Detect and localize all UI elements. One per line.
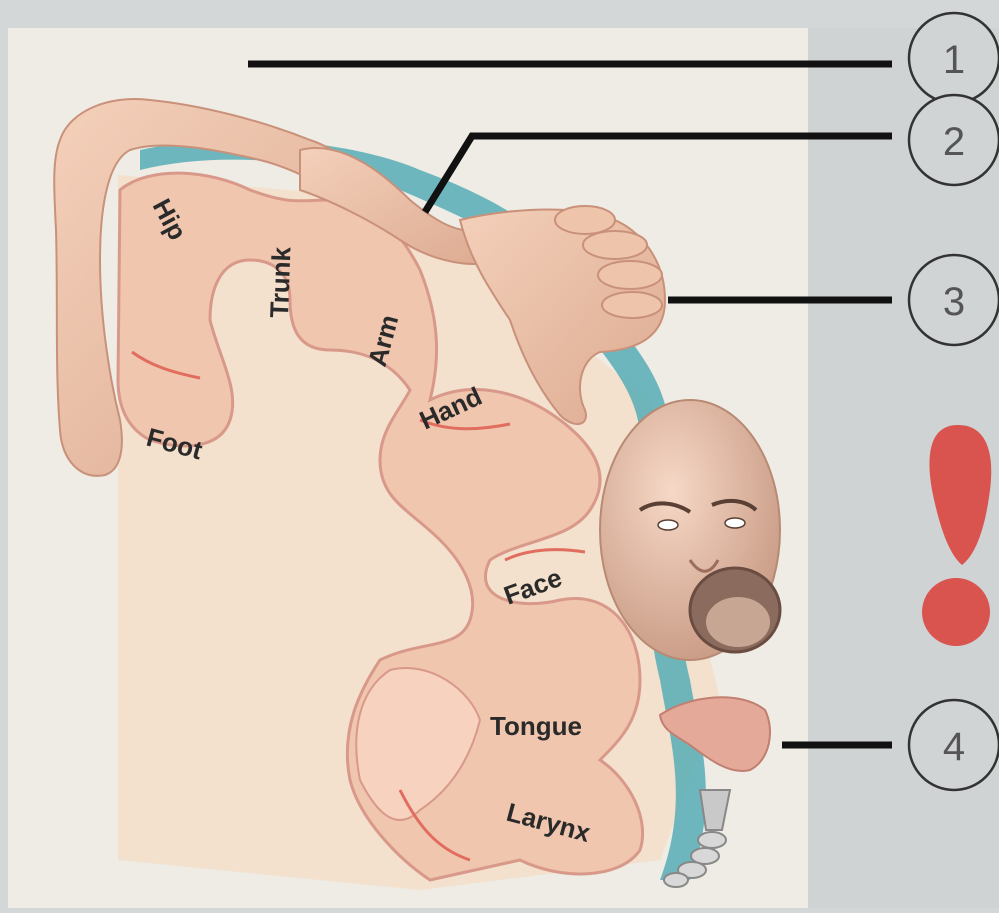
callout-2: 2 <box>909 95 999 185</box>
callout-1: 1 <box>909 13 999 103</box>
homunculus-head <box>600 400 780 660</box>
callout-3: 3 <box>909 255 999 345</box>
svg-text:4: 4 <box>943 725 965 769</box>
label-tongue: Tongue <box>490 711 582 741</box>
svg-text:1: 1 <box>943 38 965 82</box>
svg-text:3: 3 <box>943 280 965 324</box>
svg-text:2: 2 <box>943 120 965 164</box>
callout-4: 4 <box>909 700 999 790</box>
label-trunk: Trunk <box>264 246 296 318</box>
